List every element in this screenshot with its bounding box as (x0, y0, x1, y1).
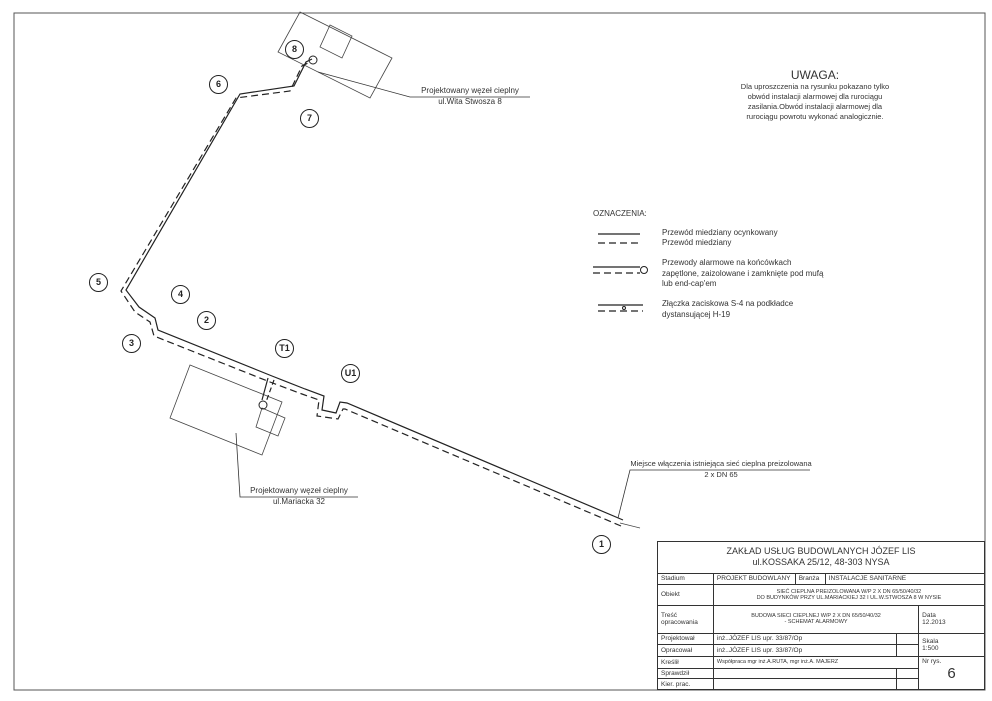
legend-item-2: Przewody alarmowe na końcówkach zapętlon… (662, 258, 823, 290)
leader-top (317, 71, 530, 98)
legend-text: Przewód miedziany (662, 238, 732, 247)
note-block: UWAGA: Dla uproszczenia na rysunku pokaz… (715, 68, 915, 122)
callout-6: 6 (209, 75, 228, 94)
node-top-line1: Projektowany węzeł cieplny (421, 86, 519, 95)
data-value: 12.2013 (922, 619, 946, 627)
node-bottom-line1: Projektowany węzeł cieplny (250, 486, 348, 495)
branza-value: INSTALACJE SANITARNE (824, 572, 986, 585)
kier-label: Kier. prac. (657, 678, 714, 690)
leader-bottom (235, 432, 358, 498)
note-line: obwód instalacji alarmowej dla rurociągu (747, 92, 883, 101)
end-cap-bottom (258, 400, 268, 410)
legend-text: zapętlone, zaizolowane i zamknięte pod m… (662, 268, 824, 278)
building-wita-stwosza (277, 11, 393, 99)
connection-label: Miejsce włączenia istniejąca sieć ciepln… (628, 459, 814, 479)
company-name: ZAKŁAD USŁUG BUDOWLANYCH JÓZEF LIS (726, 546, 916, 557)
pipe-branch (261, 377, 269, 401)
note-line: zasilania.Obwód instalacji alarmowej dla (747, 102, 883, 111)
callout-1: 1 (592, 535, 611, 554)
obiekt-line1: SIEĆ CIEPLNA PREIZOLOWANA W/P 2 X DN 65/… (776, 588, 922, 595)
building-mariacka (169, 364, 283, 456)
kreslil-value: Współpraca mgr inż.A.RUTA, mgr inż.A. MA… (712, 655, 920, 669)
callout-7: 7 (300, 109, 319, 128)
node-bottom-label: Projektowany węzeł cieplny ul.Mariacka 3… (238, 486, 360, 506)
company-address: ul.KOSSAKA 25/12, 48-303 NYSA (752, 557, 890, 568)
stadium-value: PROJEKT BUDOWLANY (712, 572, 796, 585)
node-bottom-line2: ul.Mariacka 32 (272, 497, 326, 506)
callout-u1: U1 (341, 364, 360, 383)
obiekt-label: Obiekt (657, 583, 714, 606)
connection-line2: 2 x DN 65 (704, 470, 738, 479)
legend-text: lub end-cap'em (662, 279, 717, 288)
legend-text: Złączka zaciskowa S-4 na podkładce (662, 299, 794, 308)
pipe-branch-dashed (265, 379, 275, 403)
callout-5: 5 (89, 273, 108, 292)
stadium-label: Stadium (657, 572, 714, 585)
existing-network-stub (619, 522, 641, 529)
legend-connector-mark (622, 306, 626, 310)
connection-line1: Miejsce włączenia istniejąca sieć ciepln… (630, 459, 812, 468)
callout-3: 3 (122, 334, 141, 353)
title-block: ZAKŁAD USŁUG BUDOWLANYCH JÓZEF LIS ul.KO… (657, 541, 986, 691)
callout-4: 4 (171, 285, 190, 304)
skala-label: Skala (922, 637, 939, 645)
end-cap-top (308, 55, 318, 65)
opracowal-value: inż..JÓZEF LIS upr. 33/87/Op (712, 644, 898, 657)
tresc-label: Treść (661, 612, 678, 620)
legend-item-1: Przewód miedziany ocynkowany Przewód mie… (662, 228, 778, 248)
note-line: rurociągu powrotu wykonać analogicznie. (746, 112, 884, 121)
sprawdzil-label: Sprawdził (657, 667, 714, 680)
building-node-bottom (255, 407, 286, 437)
legend-end-cap (640, 266, 648, 274)
projektowal-value: inż..JÓZEF LIS upr. 33/87/Op (712, 632, 898, 646)
data-label: Data (922, 612, 936, 620)
node-top-label: Projektowany węzeł cieplny ul.Wita Stwos… (405, 86, 535, 106)
nr-label: Nr rys. (922, 657, 942, 665)
note-line: Dla uproszczenia na rysunku pokazano tyl… (740, 82, 890, 91)
nr-value: 6 (947, 664, 956, 682)
legend-text: dystansującej H-19 (662, 309, 731, 319)
kreslil-label: Kreślił (657, 655, 714, 669)
callout-8: 8 (285, 40, 304, 59)
pipe-copper (120, 61, 622, 527)
drawing-border (13, 12, 986, 691)
branza-label: Branża (794, 572, 826, 585)
leader-connection (617, 469, 810, 519)
legend-title: OZNACZENIA: (593, 209, 647, 218)
tresc-line1: BUDOWA SIECI CIEPLNEJ W/P 2 X DN 65/50/4… (751, 613, 881, 620)
projektowal-label: Projektował (657, 632, 714, 646)
callout-2: 2 (197, 311, 216, 330)
node-top-line2: ul.Wita Stwosza 8 (438, 97, 502, 106)
legend-text: Przewód miedziany ocynkowany (662, 228, 778, 237)
skala-value: 1:500 (922, 644, 939, 652)
callout-t1: T1 (275, 339, 294, 358)
legend-item-3: Złączka zaciskowa S-4 na podkładce dysta… (662, 299, 793, 320)
note-title: UWAGA: (790, 68, 840, 82)
legend-text: Przewody alarmowe na końcówkach (662, 258, 792, 267)
opracowal-label: Opracował (657, 644, 714, 657)
pipe-copper-galvanized (125, 58, 624, 521)
obiekt-line2: DO BUDYNKÓW PRZY UL.MARIACKIEJ 32 I UL.W… (756, 594, 942, 601)
tresc-line2: - SCHEMAT ALARMOWY (784, 619, 848, 626)
tresc-label2: opracowania (661, 619, 698, 627)
building-node-top (319, 24, 353, 59)
